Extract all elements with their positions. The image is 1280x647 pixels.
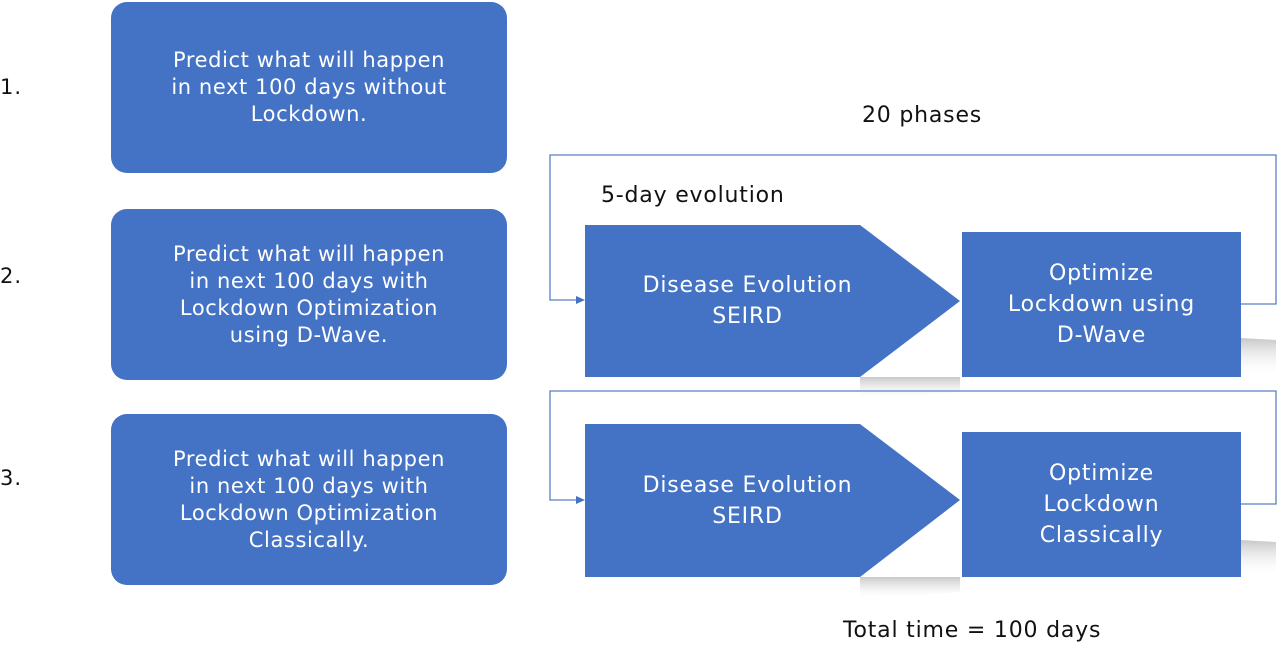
loop-2-evolution-text: Disease Evolution SEIRD bbox=[642, 472, 853, 529]
loop-2-feedback-line bbox=[549, 390, 1277, 505]
step-number-1: 1. bbox=[0, 75, 23, 99]
step-box-1: Predict what will happen in next 100 day… bbox=[111, 2, 507, 173]
loop-2-evolution-shape bbox=[585, 424, 960, 577]
loop-2-optimize-shape bbox=[962, 432, 1241, 577]
step-box-1-text: Predict what will happen in next 100 day… bbox=[171, 48, 447, 126]
loop-1-evolution-text: Disease Evolution SEIRD bbox=[642, 273, 853, 329]
loop-1-optimize-shadow bbox=[1241, 338, 1276, 377]
loop-1-evolution-text-box: Disease Evolution SEIRD bbox=[585, 225, 910, 377]
evolution-duration-label: 5-day evolution bbox=[601, 183, 785, 208]
loop-2-evolution-shadow bbox=[860, 577, 960, 600]
step-box-2: Predict what will happen in next 100 day… bbox=[111, 209, 507, 380]
step-number-2: 2. bbox=[0, 264, 23, 288]
loop-2-optimize-text: Optimize Lockdown Classically bbox=[1039, 461, 1164, 548]
loop-1-optimize-text-box: Optimize Lockdown using D-Wave bbox=[962, 232, 1241, 377]
loop-2-optimize-shadow bbox=[1241, 540, 1276, 577]
step-box-2-text: Predict what will happen in next 100 day… bbox=[172, 241, 446, 347]
total-time-label: Total time = 100 days bbox=[843, 618, 1102, 643]
loop-2-optimize-text-box: Optimize Lockdown Classically bbox=[962, 432, 1241, 577]
step-box-3-text: Predict what will happen in next 100 day… bbox=[172, 446, 446, 552]
loop-1-evolution-shape bbox=[585, 225, 960, 377]
loop-2-arrowhead bbox=[576, 496, 585, 504]
loop-1-evolution-shadow bbox=[860, 377, 960, 400]
step-number-3: 3. bbox=[0, 466, 23, 490]
loop-1-feedback-line bbox=[549, 154, 1277, 305]
loop-1-optimize-text: Optimize Lockdown using D-Wave bbox=[1007, 261, 1196, 348]
loop-1-arrowhead bbox=[576, 296, 585, 304]
loop-1-optimize-shape bbox=[962, 232, 1241, 377]
step-box-3: Predict what will happen in next 100 day… bbox=[111, 414, 507, 585]
phases-label: 20 phases bbox=[862, 103, 983, 128]
loop-2-evolution-text-box: Disease Evolution SEIRD bbox=[585, 424, 910, 577]
